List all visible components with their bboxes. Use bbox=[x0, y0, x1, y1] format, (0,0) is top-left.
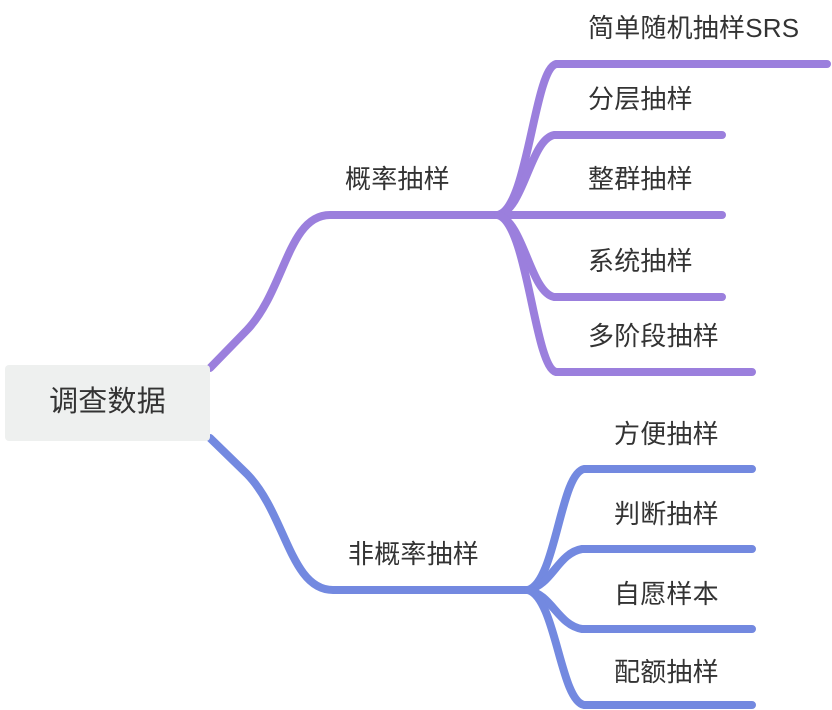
leaf-node-multistage-sampling-label: 多阶段抽样 bbox=[588, 321, 720, 351]
leaf-node-voluntary-sample-label: 自愿样本 bbox=[614, 579, 719, 609]
leaf-node-cluster-sampling-label: 整群抽样 bbox=[588, 164, 693, 194]
leaf-node-voluntary-sample[interactable]: 自愿样本 bbox=[614, 580, 719, 609]
branch-node-probability-label: 概率抽样 bbox=[345, 164, 450, 194]
branch-node-nonprobability[interactable]: 非概率抽样 bbox=[348, 540, 479, 569]
leaf-node-multistage-sampling[interactable]: 多阶段抽样 bbox=[588, 322, 719, 351]
root-node[interactable]: 调查数据 bbox=[5, 365, 210, 441]
leaf-node-convenience-sampling[interactable]: 方便抽样 bbox=[614, 420, 719, 449]
leaf-node-stratified-sampling[interactable]: 分层抽样 bbox=[588, 85, 693, 114]
root-node-label: 调查数据 bbox=[49, 386, 166, 419]
leaf-node-convenience-sampling-label: 方便抽样 bbox=[614, 419, 719, 449]
edge-root-to-probability bbox=[206, 211, 502, 372]
branch-node-nonprobability-label: 非概率抽样 bbox=[348, 539, 480, 569]
branch-node-probability[interactable]: 概率抽样 bbox=[345, 165, 450, 194]
leaf-node-simple-random-sampling[interactable]: 简单随机抽样SRS bbox=[588, 14, 799, 43]
leaf-node-quota-sampling[interactable]: 配额抽样 bbox=[614, 658, 719, 687]
edge-nonprobability-to-convenience bbox=[524, 465, 756, 594]
leaf-node-quota-sampling-label: 配额抽样 bbox=[614, 657, 719, 687]
leaf-node-stratified-sampling-label: 分层抽样 bbox=[588, 84, 693, 114]
leaf-node-cluster-sampling[interactable]: 整群抽样 bbox=[588, 165, 693, 194]
leaf-node-judgment-sampling[interactable]: 判断抽样 bbox=[614, 500, 719, 529]
leaf-node-simple-random-sampling-label: 简单随机抽样SRS bbox=[588, 13, 800, 43]
leaf-node-systematic-sampling[interactable]: 系统抽样 bbox=[588, 247, 693, 276]
leaf-node-judgment-sampling-label: 判断抽样 bbox=[614, 499, 719, 529]
leaf-node-systematic-sampling-label: 系统抽样 bbox=[588, 246, 693, 276]
